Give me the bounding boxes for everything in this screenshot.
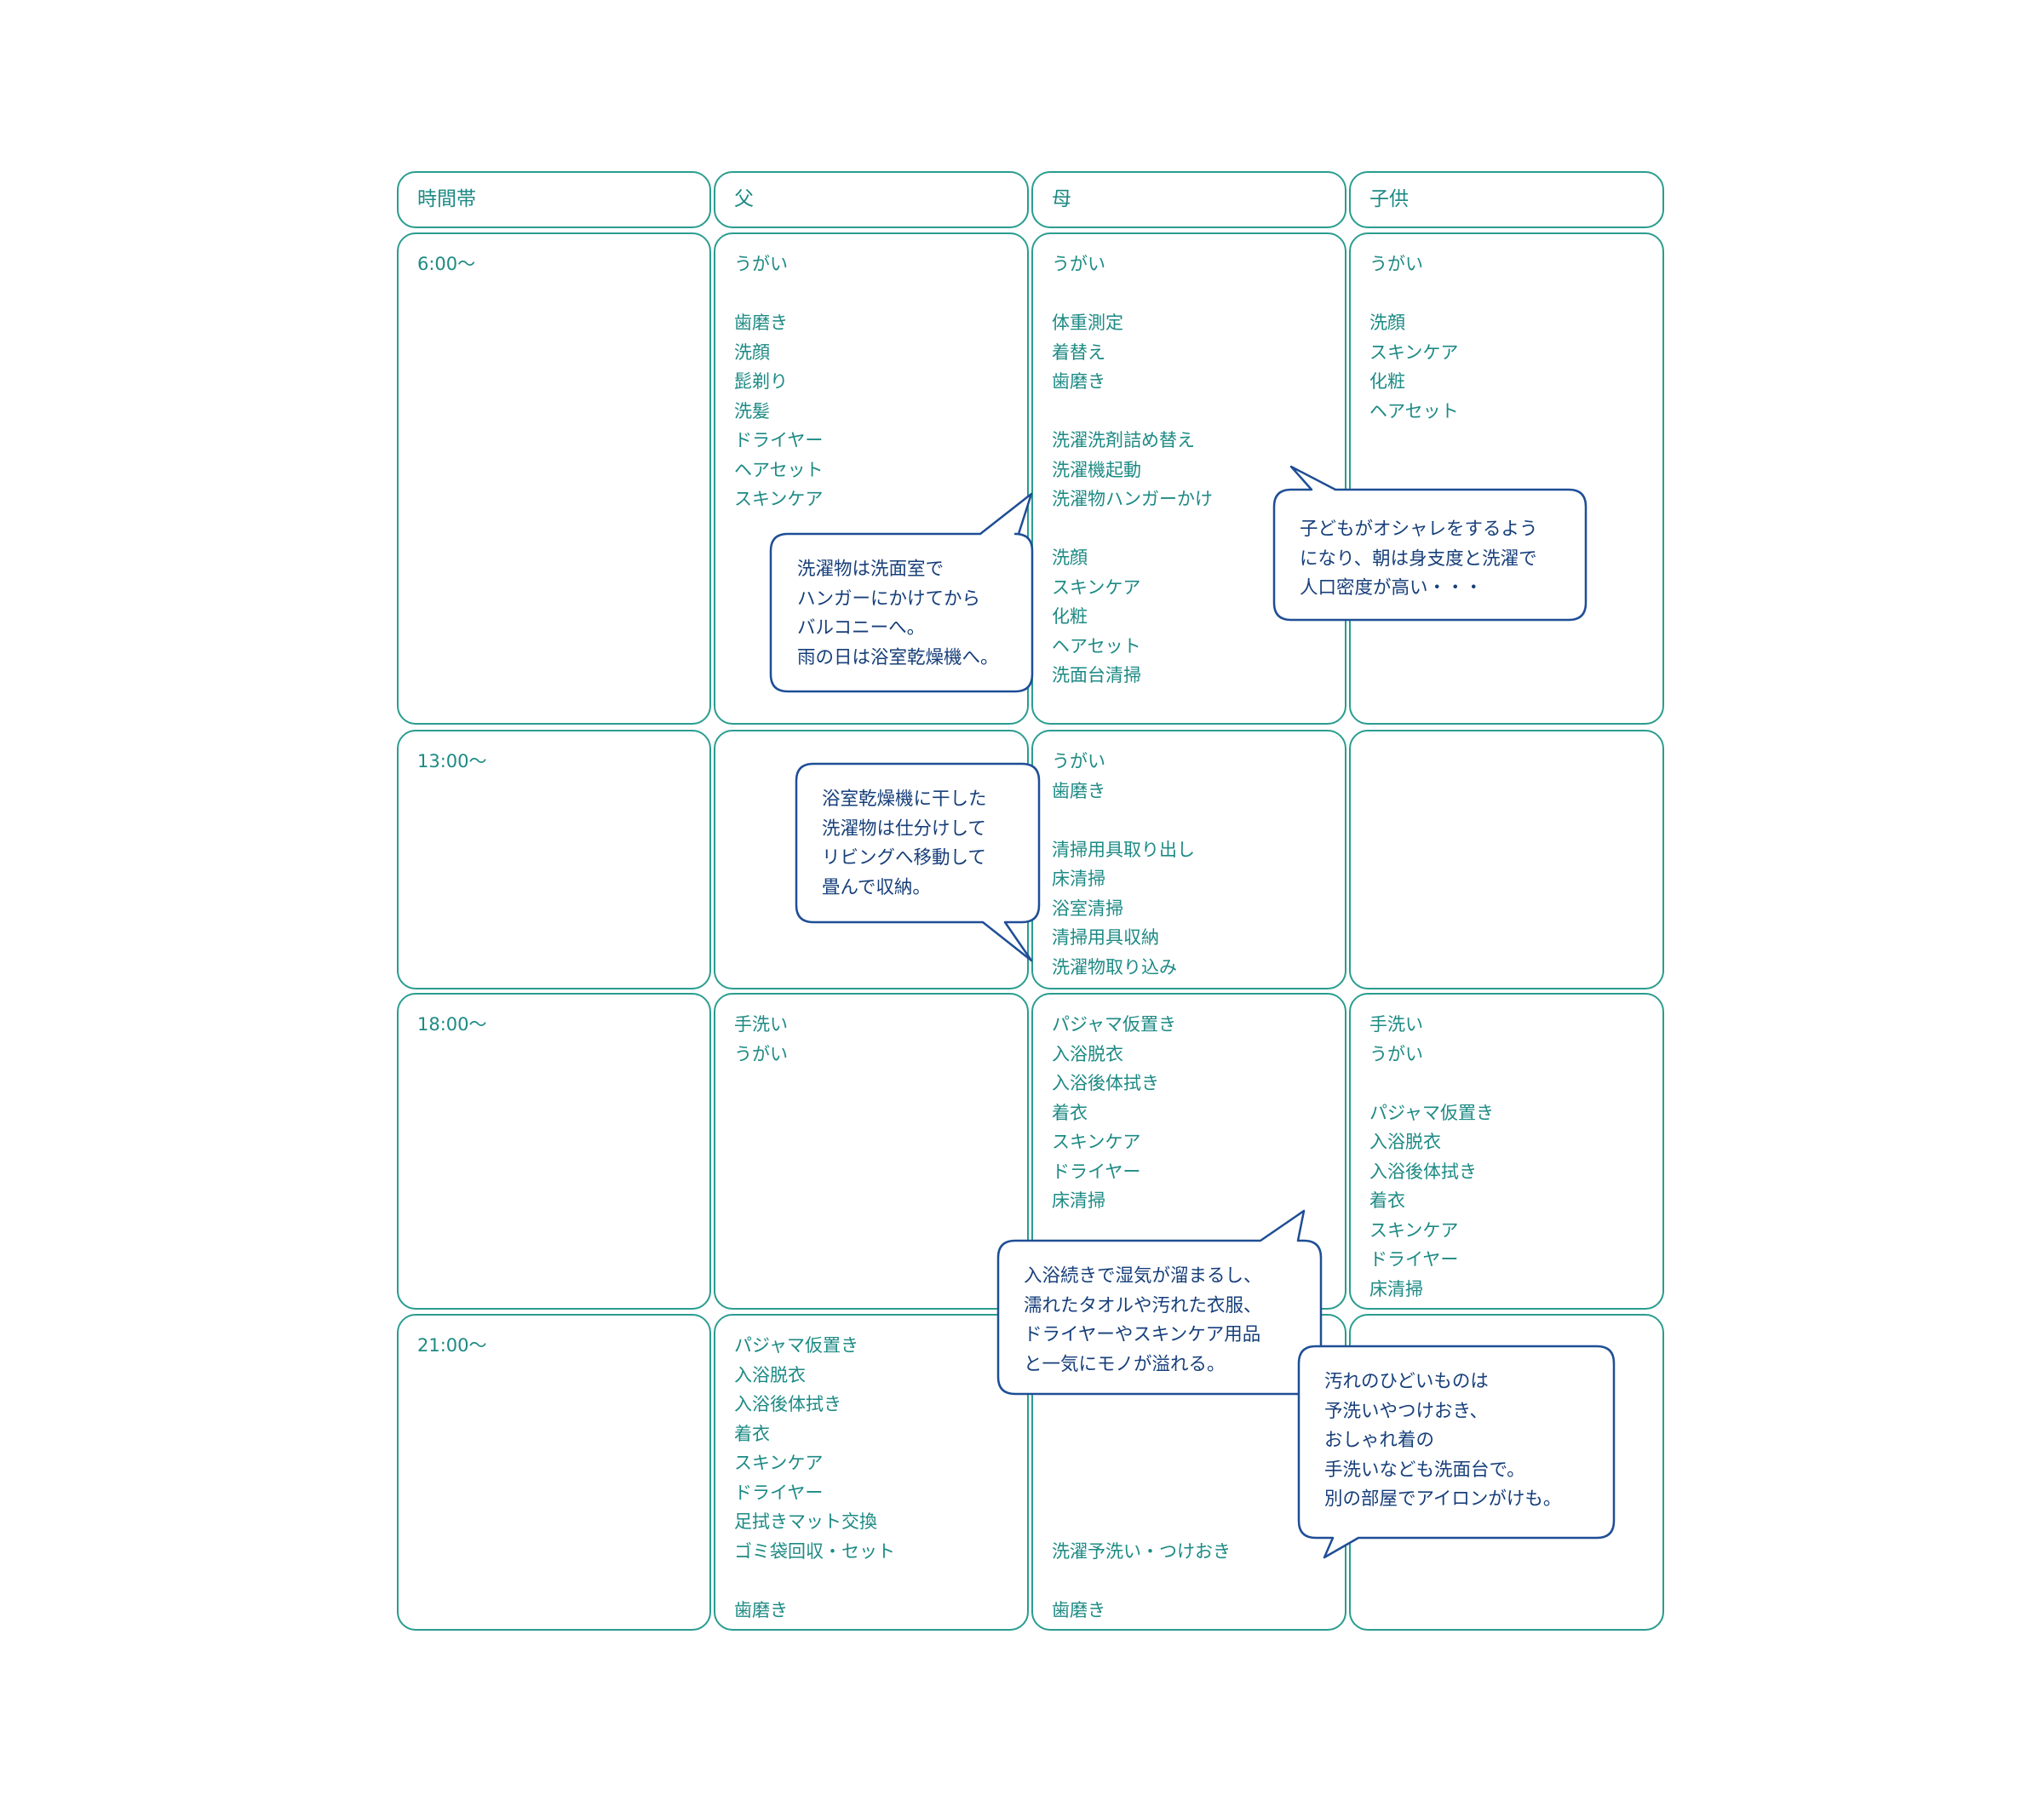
child-cell-afternoon [1349, 730, 1664, 989]
time-cell-morning: 6:00〜 [397, 232, 711, 725]
time-cell-afternoon: 13:00〜 [397, 730, 711, 989]
header-cell-child: 子供 [1349, 171, 1664, 228]
father-tasks-evening: 手洗い うがい [734, 1014, 788, 1064]
time-label: 21:00〜 [417, 1335, 487, 1356]
mother-tasks-night: 洗濯予洗い・つけおき 歯磨き [1052, 1540, 1231, 1620]
mother-cell-afternoon: うがい 歯磨き 清掃用具取り出し 床清掃 浴室清掃 清掃用具収納 洗濯物取り込み [1031, 730, 1346, 989]
child-cell-evening: 手洗い うがい パジャマ仮置き 入浴脱衣 入浴後体拭き 着衣 スキンケア ドライ… [1349, 993, 1664, 1310]
time-cell-night: 21:00〜 [397, 1314, 711, 1631]
note-prewash: 汚れのひどいものは 予洗いやつけおき、 おしゃれ着の 手洗いなども洗面台で。 別… [1324, 1371, 1562, 1510]
mother-tasks-afternoon: うがい 歯磨き 清掃用具取り出し 床清掃 浴室清掃 清掃用具収納 洗濯物取り込み [1052, 751, 1195, 978]
mother-tasks-morning: うがい 体重測定 着替え 歯磨き 洗濯洗剤詰め替え 洗濯機起動 洗濯物ハンガーか… [1052, 254, 1213, 685]
header-label-child: 子供 [1369, 188, 1409, 210]
child-tasks-evening: 手洗い うがい パジャマ仮置き 入浴脱衣 入浴後体拭き 着衣 スキンケア ドライ… [1369, 1014, 1494, 1299]
header-label-father: 父 [734, 188, 754, 210]
father-tasks-night: パジャマ仮置き 入浴脱衣 入浴後体拭き 着衣 スキンケア ドライヤー 足拭きマッ… [734, 1335, 895, 1620]
header-cell-mother: 母 [1031, 171, 1346, 228]
father-tasks-morning: うがい 歯磨き 洗顔 髭剃り 洗髪 ドライヤー ヘアセット スキンケア [734, 254, 824, 509]
time-label: 6:00〜 [417, 254, 476, 274]
time-label: 13:00〜 [417, 751, 487, 771]
header-cell-father: 父 [714, 171, 1029, 228]
header-cell-time: 時間帯 [397, 171, 711, 228]
header-label-mother: 母 [1052, 188, 1071, 210]
father-cell-night: パジャマ仮置き 入浴脱衣 入浴後体拭き 着衣 スキンケア ドライヤー 足拭きマッ… [714, 1314, 1029, 1631]
mother-tasks-evening: パジャマ仮置き 入浴脱衣 入浴後体拭き 着衣 スキンケア ドライヤー 床清掃 [1052, 1014, 1176, 1211]
time-cell-evening: 18:00〜 [397, 993, 711, 1310]
note-laundry-hanging: 洗濯物は洗面室で ハンガーにかけてから バルコニーへ。 雨の日は浴室乾燥機へ。 [797, 559, 999, 668]
note-folding: 浴室乾燥機に干した 洗濯物は仕分けして リビングへ移動して 畳んで収納。 [822, 789, 987, 898]
note-child-fashion: 子どもがオシャレをするよう になり、朝は身支度と洗濯で 人口密度が高い・・・ [1300, 519, 1538, 599]
time-label: 18:00〜 [417, 1014, 487, 1035]
child-cell-morning: うがい 洗顔 スキンケア 化粧 ヘアセット [1349, 232, 1664, 725]
child-tasks-morning: うがい 洗顔 スキンケア 化粧 ヘアセット [1369, 254, 1459, 422]
note-humidity: 入浴続きで湿気が溜まるし、 濡れたタオルや汚れた衣服、 ドライヤーやスキンケア用… [1024, 1265, 1262, 1375]
mother-cell-morning: うがい 体重測定 着替え 歯磨き 洗濯洗剤詰め替え 洗濯機起動 洗濯物ハンガーか… [1031, 232, 1346, 725]
header-label-time: 時間帯 [417, 188, 476, 210]
father-cell-evening: 手洗い うがい [714, 993, 1029, 1310]
